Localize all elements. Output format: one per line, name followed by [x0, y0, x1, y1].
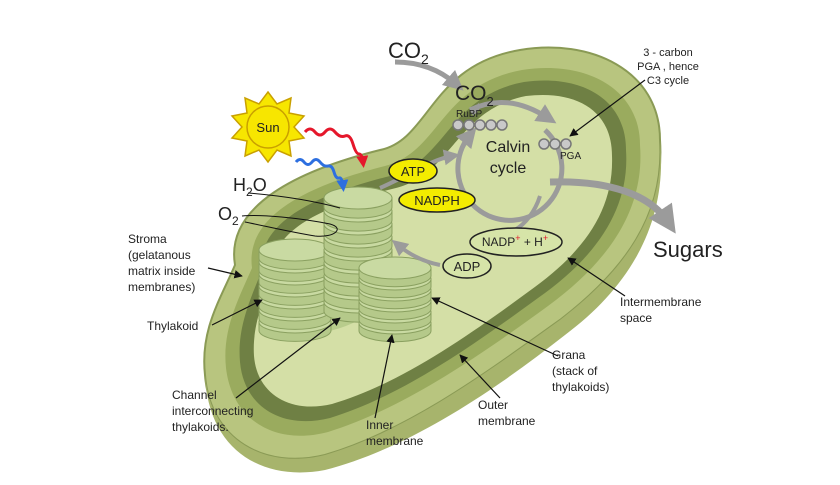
calvin-cycle-arc [455, 127, 565, 223]
stroma-label-line2: (gelatanous [128, 248, 191, 262]
co2-into-cycle-arrow [470, 103, 482, 116]
c3-label-line1: 3 - carbon [643, 47, 693, 59]
thylakoid-disc [258, 238, 332, 262]
grana-label-line3: thylakoids) [552, 380, 609, 394]
co2-inflow-arrow [394, 59, 464, 91]
adp-to-thylakoid-arrow [391, 239, 441, 267]
channel-label-line1: Channel [172, 388, 217, 402]
h2o-pointer-line [247, 192, 341, 209]
atp-label: ATP [401, 164, 425, 179]
stroma-label-line1: Stroma [128, 232, 167, 246]
pointer-arrows [207, 79, 646, 419]
c3-label-line2: PGA , hence [637, 61, 699, 73]
stroma-label-line3: matrix inside [128, 264, 196, 278]
rubp-label: RuBP [456, 109, 482, 120]
sun-icon: Sun [230, 90, 306, 164]
chloroplast-body [203, 46, 662, 473]
intermembrane-label-line2: space [620, 311, 652, 325]
pga-label: PGA [560, 151, 581, 162]
grana-label-line2: (stack of [552, 364, 598, 378]
granum-stack-right [358, 256, 432, 343]
sugars-label: Sugars [653, 237, 723, 262]
rubp-molecule [452, 119, 508, 131]
co2-inner-label: CO2 [455, 82, 494, 109]
nadp-badge: NADP+ + H+ [469, 227, 563, 257]
calvin-cycle [452, 99, 572, 223]
h2o-label: H2O [233, 175, 267, 199]
inner-membrane-label-line2: membrane [366, 434, 424, 448]
grana-label-line1: Grana [552, 348, 586, 362]
adp-label: ADP [454, 259, 481, 274]
co2-outer-label: CO2 [388, 38, 429, 67]
red-light-ray-icon [303, 127, 369, 168]
granum-stack-left [258, 238, 332, 342]
nadph-badge: NADPH [398, 187, 476, 213]
outer-membrane-label-line2: membrane [478, 414, 536, 428]
flow-arrows [379, 59, 676, 267]
outer-membrane-label-line1: Outer [478, 398, 508, 412]
sugars-outflow-arrow [549, 178, 676, 234]
thylakoid-label: Thylakoid [147, 319, 198, 333]
nadph-label: NADPH [414, 193, 460, 208]
atp-badge: ATP [388, 158, 438, 184]
o2-label: O2 [218, 204, 239, 228]
channel-label-line3: thylakoids. [172, 420, 229, 434]
adp-badge: ADP [442, 253, 492, 279]
stroma-label-line4: membranes) [128, 280, 195, 294]
c3-label-line3: C3 cycle [647, 75, 689, 87]
pga-molecule [538, 138, 572, 150]
o2-pointer-line [241, 214, 338, 237]
stroma-region [253, 94, 613, 407]
nadp-label: NADP+ + H+ [482, 233, 548, 249]
inner-membrane-label-line1: Inner [366, 418, 393, 432]
intermembrane-label-line1: Intermembrane [620, 295, 702, 309]
blue-light-ray-icon [294, 158, 349, 192]
calvin-label-line1: Calvin [486, 139, 530, 156]
thylakoid-disc [323, 186, 393, 210]
sun-label: Sun [256, 120, 279, 135]
channel-label-line2: interconnecting [172, 404, 253, 418]
thylakoid-disc [358, 256, 432, 280]
calvin-label-line2: cycle [490, 160, 527, 177]
